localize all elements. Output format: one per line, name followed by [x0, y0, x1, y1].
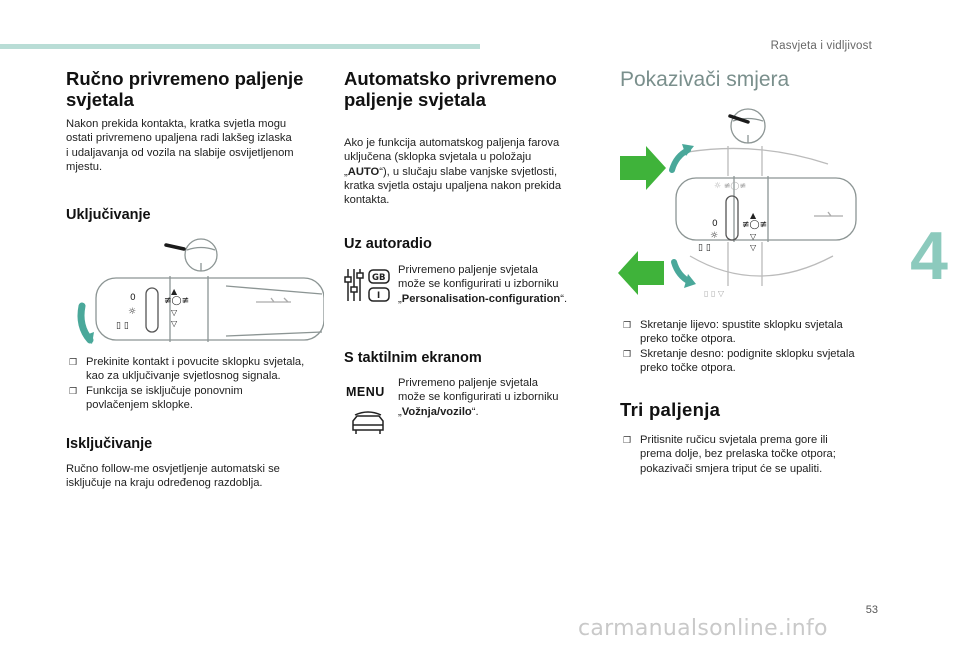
list-item: ❒Prekinite kontakt i povucite sklopku sv… — [69, 356, 305, 383]
indicators-title: Pokazivači smjera — [620, 68, 790, 91]
audio-settings-icon: GB I — [344, 269, 390, 302]
section-title: Rasvjeta i vidljivost — [770, 40, 872, 52]
off-text: Ručno follow-me osvjetljenje automatski … — [66, 463, 280, 490]
square-bullet-icon: ❒ — [623, 320, 632, 330]
square-bullet-icon: ❒ — [623, 348, 632, 359]
turn-left-arrow-icon — [618, 251, 664, 295]
svg-text:I: I — [377, 291, 380, 301]
col1-intro: Nakon prekida kontakta, kratka svjetla m… — [66, 118, 294, 173]
svg-text:☼: ☼ — [710, 231, 718, 241]
svg-text:≢◯≢: ≢◯≢ — [742, 220, 767, 230]
svg-text:▽: ▽ — [171, 308, 178, 317]
square-bullet-icon: ❒ — [69, 385, 78, 396]
tri-bullets: ❒Pritisnite ručicu svjetala prema gore i… — [620, 433, 890, 476]
touch-title: S taktilnim ekranom — [344, 350, 482, 366]
svg-text:▲: ▲ — [171, 287, 178, 296]
svg-text:▽: ▽ — [171, 319, 178, 328]
radio-text: Privremeno paljenje svjetala može se kon… — [398, 264, 568, 305]
col2-intro: Ako je funkcija automatskog paljenja far… — [344, 137, 562, 207]
radio-title: Uz autoradio — [344, 236, 432, 252]
turn-right-arrow-icon — [620, 146, 666, 190]
on-bullets: ❒Prekinite kontakt i povucite sklopku sv… — [66, 355, 328, 412]
list-item: ❒Skretanje lijevo: spustite sklopku svje… — [623, 319, 843, 346]
car-icon — [352, 411, 384, 434]
svg-text:☼: ☼ — [128, 307, 136, 317]
svg-text:▯ ▯ ▽: ▯ ▯ ▽ — [704, 289, 725, 298]
svg-text:0: 0 — [130, 293, 136, 303]
list-item: ❒Skretanje desno: podignite sklopku svje… — [623, 347, 855, 374]
lever-illustration-1: 0 ☼ ▯ ▯ ≢◯≢ ▲ ▽ ▽ — [77, 238, 324, 344]
tri-title: Tri paljenja — [620, 399, 721, 420]
watermark: carmanualsonline.info — [578, 616, 828, 641]
svg-text:▯ ▯: ▯ ▯ — [116, 321, 129, 331]
chapter-number: 4 — [910, 218, 948, 294]
svg-text:▯ ▯: ▯ ▯ — [698, 243, 711, 253]
on-title: Uključivanje — [66, 207, 151, 223]
svg-text:≢◯≢: ≢◯≢ — [164, 296, 189, 306]
svg-text:GB: GB — [372, 273, 385, 283]
svg-text:▽: ▽ — [750, 232, 757, 241]
lever-illustration-2: 0 ☼ ▯ ▯ ≢◯≢ ▲ ▽ ▽ ☼ ≢◯≢ ▯ ▯ ▽ — [618, 108, 857, 298]
page-number: 53 — [865, 604, 878, 616]
indicator-bullets: ❒Skretanje lijevo: spustite sklopku svje… — [620, 318, 890, 375]
touch-text: Privremeno paljenje svjetala može se kon… — [398, 377, 559, 418]
header-accent-bar — [0, 44, 480, 49]
svg-text:☼ ≢◯≢: ☼ ≢◯≢ — [714, 181, 746, 190]
off-title: Isključivanje — [66, 436, 153, 452]
list-item: ❒Pritisnite ručicu svjetala prema gore i… — [623, 434, 836, 475]
svg-text:0: 0 — [712, 219, 718, 229]
square-bullet-icon: ❒ — [69, 357, 78, 367]
square-bullet-icon: ❒ — [623, 435, 632, 445]
menu-label: MENU — [346, 385, 385, 399]
svg-text:▽: ▽ — [750, 243, 757, 252]
svg-text:▲: ▲ — [750, 211, 757, 220]
